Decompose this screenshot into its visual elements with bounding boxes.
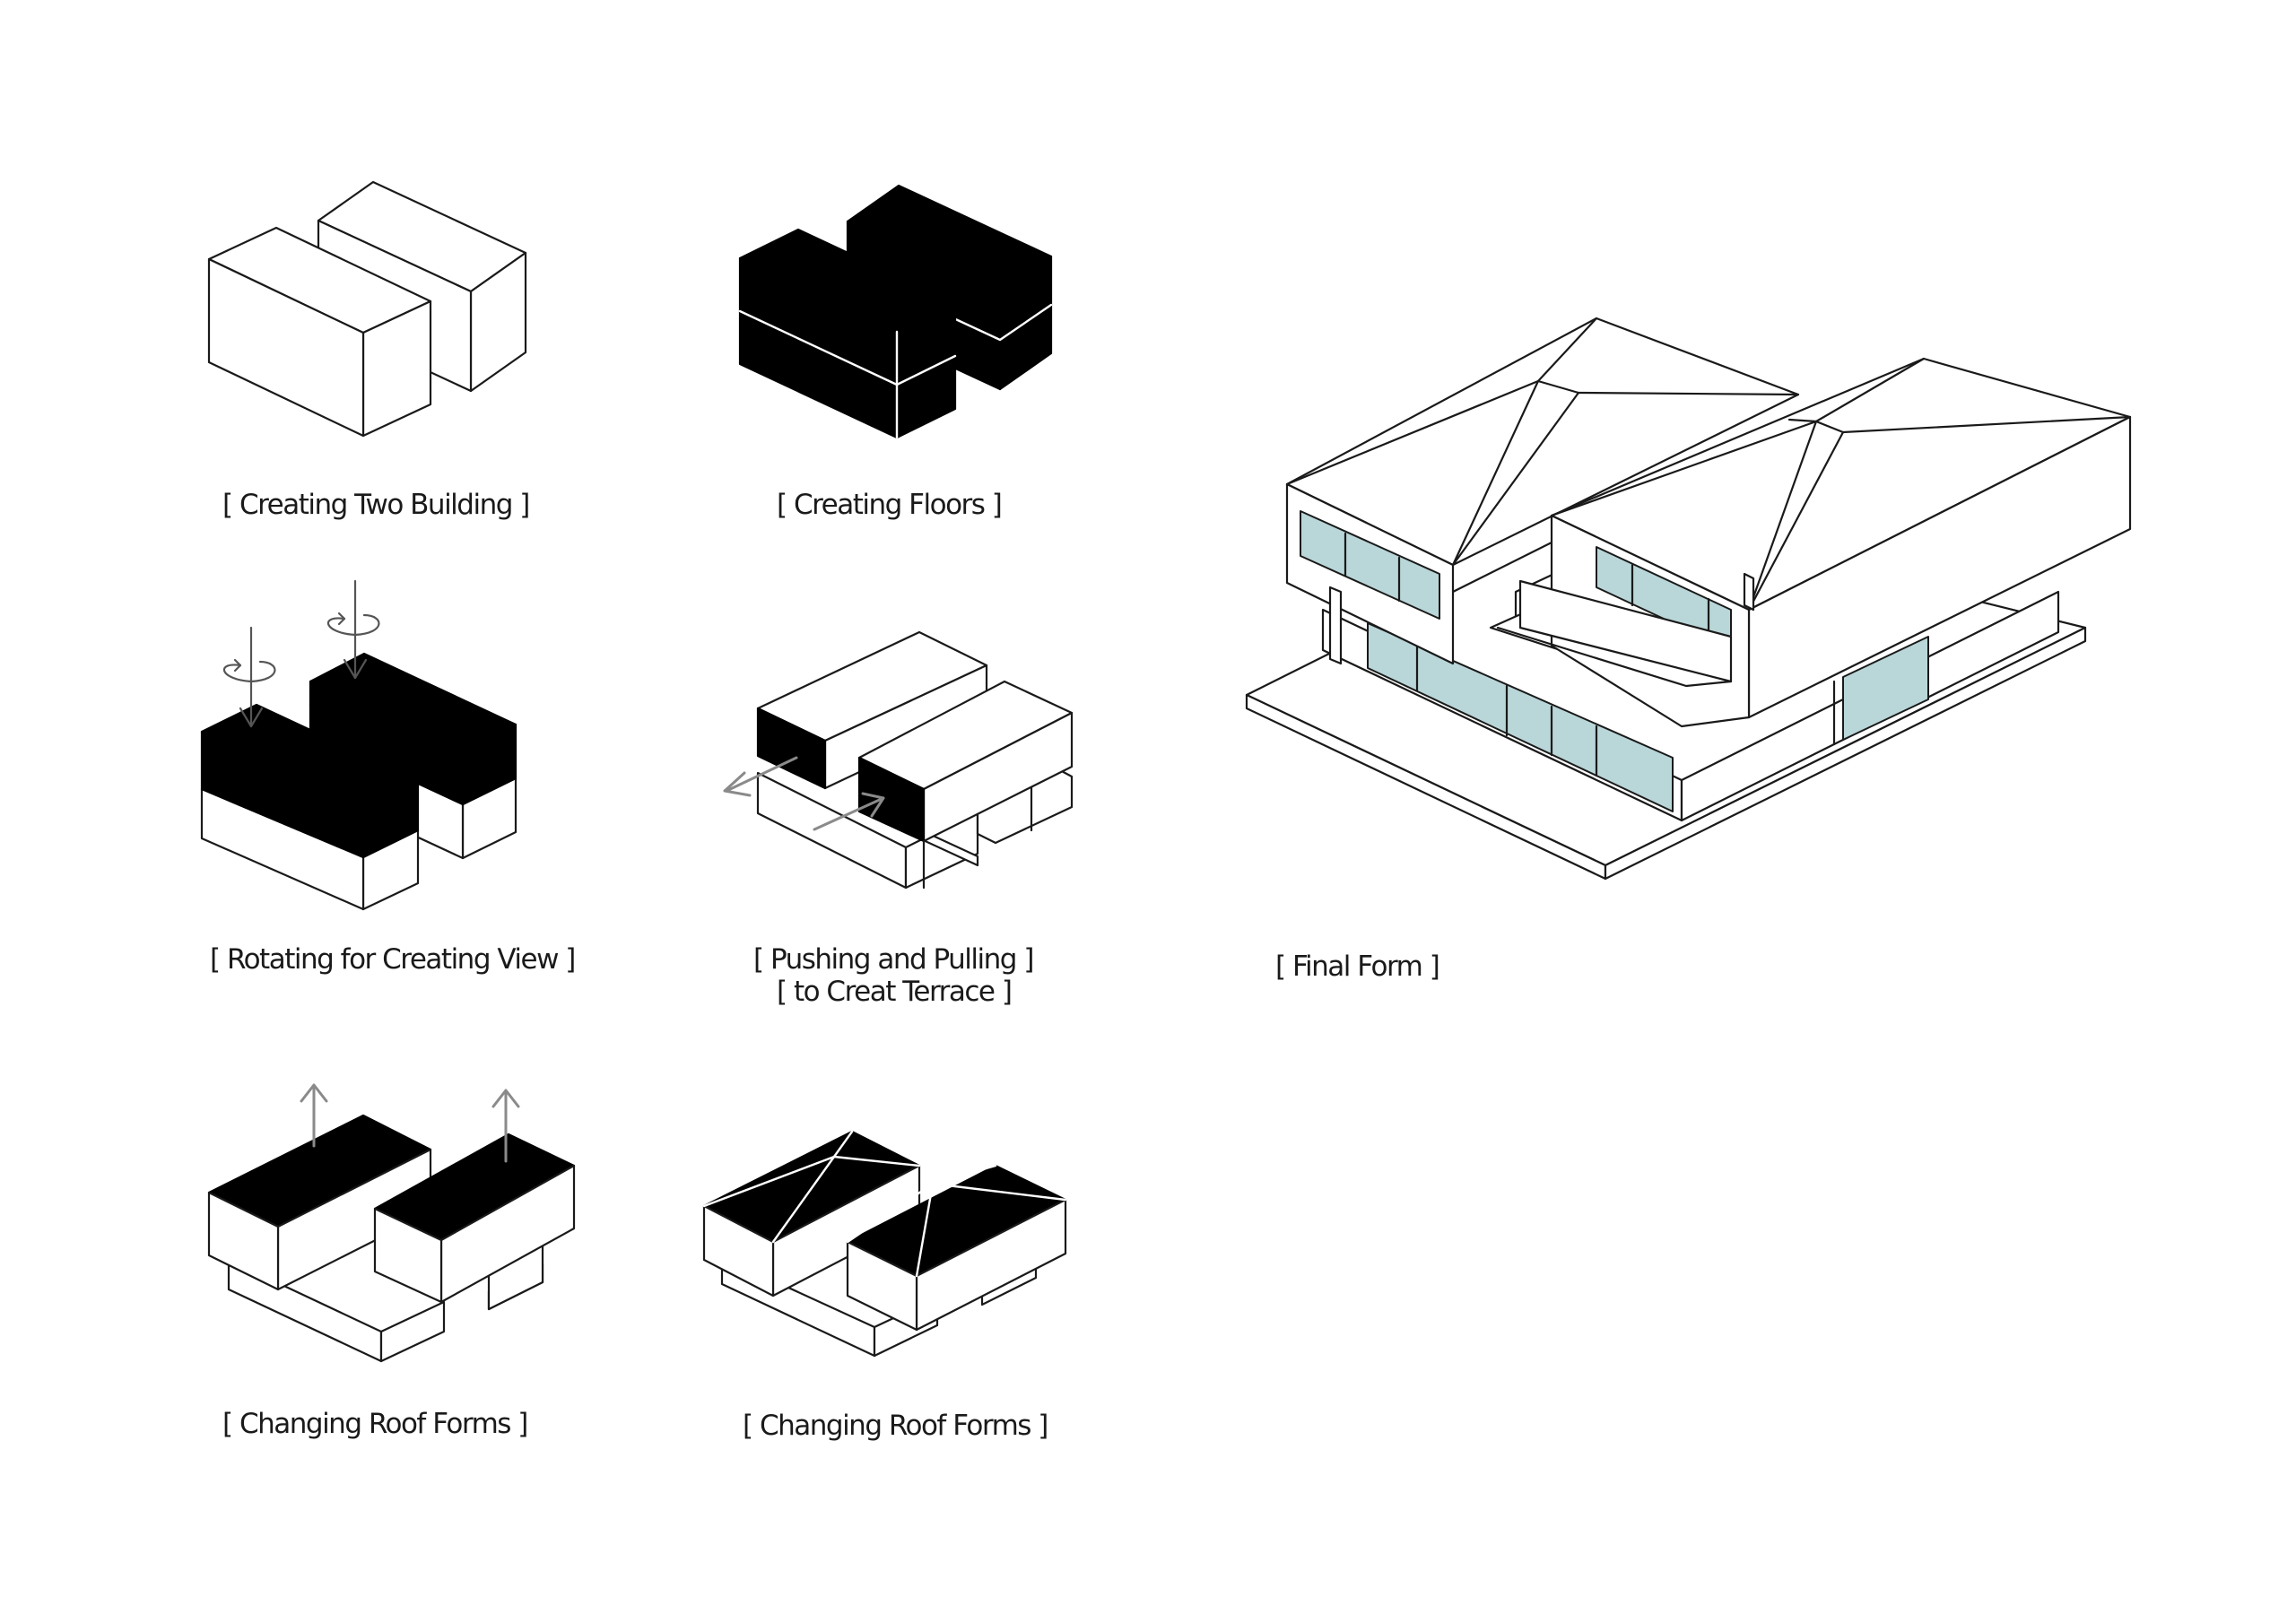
caption-step2: [ Creating Floors ] — [777, 489, 1003, 521]
caption-step5: [ Changing Roof Forms ] — [222, 1408, 528, 1440]
caption-step6: [ Changing Roof Forms ] — [743, 1410, 1048, 1442]
caption-step4-line1: [ Pushing and Pulling ] — [753, 943, 1034, 976]
step5-roof-up — [207, 1083, 576, 1363]
caption-step1: [ Creating Two Building ] — [222, 489, 530, 521]
step6-hip-roofs — [702, 1130, 1067, 1358]
step4-push-pull — [723, 630, 1074, 890]
caption-step4-line2: [ to Creat Terrace ] — [777, 976, 1013, 1008]
caption-final: [ Final Form ] — [1275, 950, 1440, 983]
final-form-house — [1245, 317, 2132, 881]
step3-rotating — [200, 579, 517, 911]
caption-step3: [ Rotating for Creating View ] — [210, 943, 576, 976]
step1-two-buildings — [207, 180, 527, 438]
step2-floors — [738, 184, 1053, 439]
